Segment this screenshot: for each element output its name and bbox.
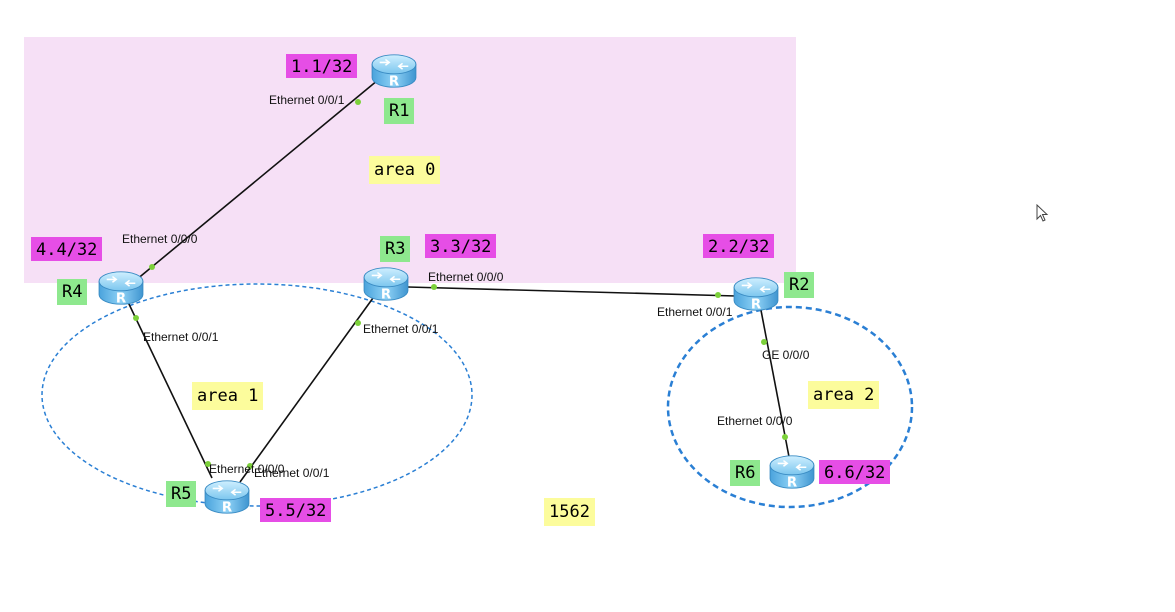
r5-name-label: R5 bbox=[166, 481, 197, 507]
r2-name-label: R2 bbox=[784, 272, 815, 298]
r4-ip-label: 4.4/32 bbox=[31, 237, 103, 261]
iface-r3-to-r2: Ethernet 0/0/0 bbox=[428, 270, 504, 284]
port-dot bbox=[761, 339, 767, 345]
area1-boundary bbox=[41, 283, 473, 507]
iface-r5-to-r3: Ethernet 0/0/1 bbox=[254, 466, 330, 480]
mouse-cursor-icon bbox=[1036, 204, 1049, 222]
area1-label: area 1 bbox=[192, 382, 264, 410]
router-r2-icon[interactable] bbox=[733, 277, 779, 314]
area2-boundary bbox=[666, 305, 914, 509]
router-r1-icon[interactable] bbox=[371, 54, 417, 91]
port-dot bbox=[782, 434, 788, 440]
area0-label: area 0 bbox=[369, 156, 441, 184]
router-r4-icon[interactable] bbox=[98, 271, 144, 308]
iface-r6-to-r2: Ethernet 0/0/0 bbox=[717, 414, 793, 428]
port-dot bbox=[715, 292, 721, 298]
note-label: 1562 bbox=[544, 498, 595, 526]
r2-ip-label: 2.2/32 bbox=[703, 234, 775, 258]
port-dot bbox=[355, 320, 361, 326]
link-r4-r5[interactable] bbox=[127, 301, 213, 479]
router-r5-icon[interactable] bbox=[204, 480, 250, 517]
port-dots bbox=[133, 99, 788, 469]
r1-name-label: R1 bbox=[384, 98, 415, 124]
iface-r2-to-r6: GE 0/0/0 bbox=[762, 348, 810, 362]
port-dot bbox=[205, 461, 211, 467]
port-dot bbox=[149, 264, 155, 270]
port-dot bbox=[431, 284, 437, 290]
r3-name-label: R3 bbox=[380, 236, 411, 262]
r5-ip-label: 5.5/32 bbox=[260, 498, 332, 522]
port-dot bbox=[133, 315, 139, 321]
iface-r3-to-r5: Ethernet 0/0/1 bbox=[363, 322, 439, 336]
router-r3-icon[interactable] bbox=[363, 267, 409, 304]
link-r3-r5[interactable] bbox=[239, 297, 374, 483]
port-dot bbox=[247, 463, 253, 469]
r3-ip-label: 3.3/32 bbox=[425, 234, 497, 258]
iface-r5-to-r4: Ethernet 0/0/0 bbox=[209, 462, 285, 476]
area2-label: area 2 bbox=[808, 381, 880, 409]
r4-name-label: R4 bbox=[57, 279, 88, 305]
port-dot bbox=[355, 99, 361, 105]
r1-ip-label: 1.1/32 bbox=[286, 54, 358, 78]
router-r6-icon[interactable] bbox=[769, 455, 815, 492]
r6-name-label: R6 bbox=[730, 460, 761, 486]
r6-ip-label: 6.6/32 bbox=[819, 460, 891, 484]
iface-r2-to-r3: Ethernet 0/0/1 bbox=[657, 305, 733, 319]
iface-r4-to-r5: Ethernet 0/0/1 bbox=[143, 330, 219, 344]
iface-r4-to-r1: Ethernet 0/0/0 bbox=[122, 232, 198, 246]
link-r1-r4[interactable] bbox=[129, 79, 379, 286]
link-r3-r2[interactable] bbox=[407, 286, 737, 297]
iface-r1-to-r4: Ethernet 0/0/1 bbox=[269, 93, 345, 107]
